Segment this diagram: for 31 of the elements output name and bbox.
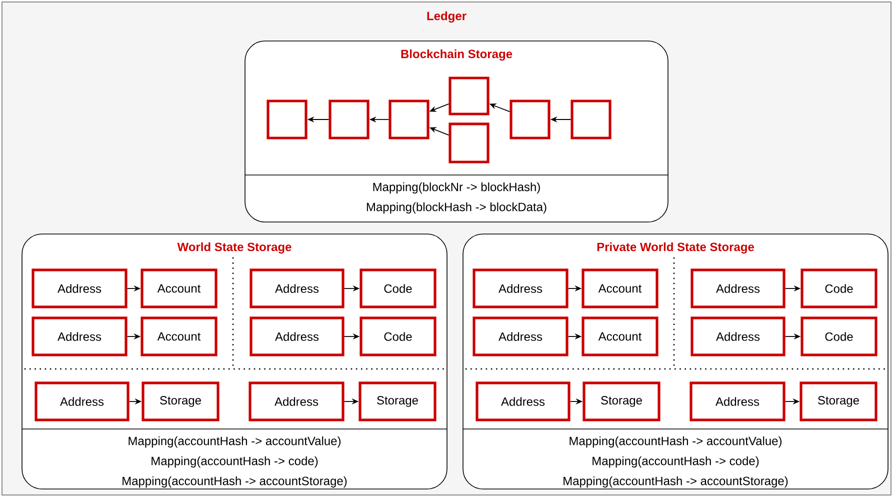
- mapping-box: Address: [690, 316, 786, 356]
- block-box: [448, 76, 490, 116]
- block-box: [328, 100, 370, 140]
- mapping-box: Storage: [582, 382, 660, 422]
- block-box: [448, 122, 490, 164]
- block-box: [266, 100, 308, 140]
- mapping-box: Address: [690, 268, 786, 308]
- mapping-box: Code: [800, 268, 878, 308]
- mapping-box: Account: [582, 316, 658, 356]
- block-box: [388, 100, 430, 140]
- mapping-box: Address: [690, 382, 786, 422]
- mapping-box: Address: [34, 382, 130, 422]
- block-box: [510, 100, 550, 140]
- mapping-box: Code: [800, 316, 878, 356]
- mapping-box: Storage: [358, 382, 436, 422]
- mapping-box: Address: [248, 382, 344, 422]
- mapping-box: Code: [360, 268, 436, 308]
- mapping-box: Address: [32, 268, 128, 308]
- mapping-box: Address: [472, 316, 568, 356]
- mapping-box: Address: [32, 316, 128, 356]
- mapping-box: Account: [140, 268, 218, 308]
- mapping-box: Address: [476, 382, 570, 422]
- mapping-box: Address: [472, 268, 568, 308]
- mapping-box: Address: [250, 268, 344, 308]
- mapping-box: Storage: [800, 382, 878, 422]
- mapping-box: Code: [360, 316, 436, 356]
- block-box: [570, 100, 612, 140]
- mapping-box: Account: [582, 268, 658, 308]
- mapping-box: Account: [140, 316, 218, 356]
- mapping-box: Storage: [142, 382, 220, 422]
- mapping-box: Address: [250, 316, 344, 356]
